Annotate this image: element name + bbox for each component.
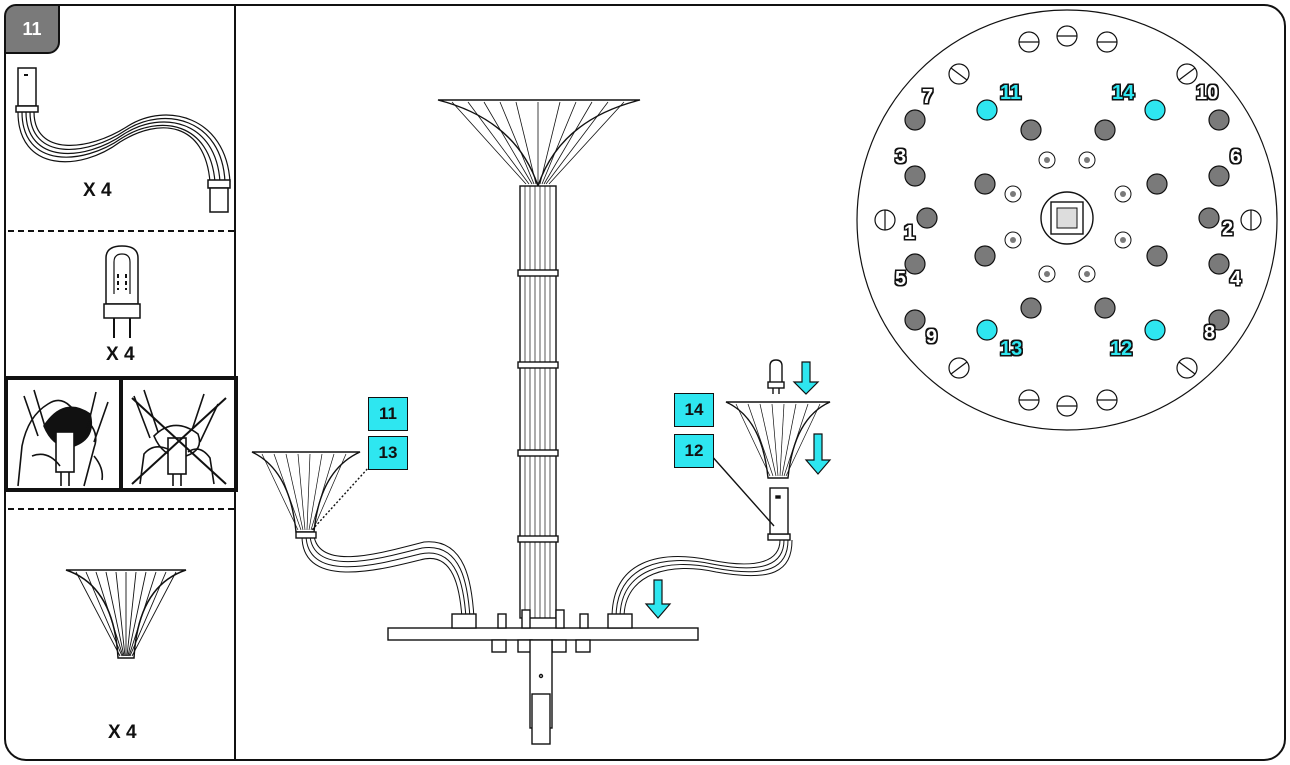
ceiling-plate-top-view — [856, 9, 1278, 431]
step-number-badge: 11 — [4, 4, 60, 54]
dashed-separator — [8, 230, 234, 232]
callout-14: 14 — [674, 393, 714, 427]
chandelier-assembly-drawing — [251, 99, 832, 745]
halogen-bulb-icon — [103, 245, 141, 338]
bulb-glove-ok-icon — [17, 389, 109, 487]
socket-label-1: 1 — [904, 222, 916, 244]
socket-label-3: 3 — [895, 146, 907, 168]
arm-part-icon — [15, 67, 231, 213]
socket-label-14: 14 — [1112, 82, 1135, 104]
bulb-bare-hand-forbidden-icon — [131, 389, 227, 486]
socket-label-4: 4 — [1230, 268, 1242, 290]
callout-13: 13 — [368, 436, 408, 470]
dashed-separator — [8, 508, 234, 510]
bulb-handling-instructions — [4, 376, 238, 492]
socket-label-9: 9 — [926, 326, 938, 348]
glass-cup-part-icon — [65, 569, 187, 659]
callout-11: 11 — [368, 397, 408, 431]
bulb-quantity: X 4 — [106, 344, 135, 365]
socket-label-7: 7 — [922, 86, 934, 108]
socket-label-11: 11 — [1000, 82, 1022, 104]
socket-label-10: 10 — [1196, 82, 1219, 104]
socket-label-13: 13 — [1000, 338, 1023, 360]
callout-12: 12 — [674, 434, 714, 468]
down-arrow-icon — [644, 361, 832, 619]
socket-label-12: 12 — [1110, 338, 1133, 360]
socket-label-5: 5 — [895, 268, 907, 290]
socket-label-8: 8 — [1204, 322, 1216, 344]
socket-label-6: 6 — [1230, 146, 1242, 168]
cup-quantity: X 4 — [108, 722, 137, 743]
arm-quantity: X 4 — [83, 180, 112, 201]
socket-label-2: 2 — [1222, 218, 1234, 240]
